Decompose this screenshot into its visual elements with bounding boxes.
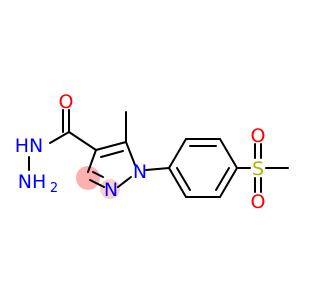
sulfonyl-o-top-label: O xyxy=(251,125,266,147)
pyrazole-n2-label: N xyxy=(104,179,118,201)
bond-c4-carbonyl xyxy=(68,131,97,151)
hydrazide-nh2-label: NH xyxy=(18,171,47,193)
carbonyl-oxygen-label: O xyxy=(59,91,74,113)
bond-ph-6 xyxy=(168,167,187,198)
bond-c5-n1 xyxy=(125,141,136,166)
bond-c3-n2 xyxy=(89,179,105,188)
molecule-structure: O HN NH 2 N N S O O xyxy=(15,91,289,213)
bond-n2-n1 xyxy=(117,176,132,188)
bond-c4-c3 xyxy=(87,149,97,173)
bond-carbonyl-nh xyxy=(49,131,70,144)
bond-n1-phenyl xyxy=(145,167,170,171)
molecule-canvas: O HN NH 2 N N S O O xyxy=(14,91,289,213)
bond-ph-inner-2 xyxy=(215,167,230,191)
bond-ph-inner-3 xyxy=(176,167,191,191)
bond-c4-c5-double xyxy=(100,150,124,158)
sulfonyl-s-label: S xyxy=(252,158,264,180)
bond-c4-c5 xyxy=(95,141,127,151)
bond-c3-n2-double xyxy=(92,171,104,178)
bond-ph-3 xyxy=(219,138,238,169)
bond-ph-1 xyxy=(168,138,187,169)
pyrazole-n1-highlight xyxy=(100,179,120,199)
bond-ph-4 xyxy=(219,167,238,198)
hydrazide-nh-label: HN xyxy=(15,135,44,157)
sulfonyl-o-bottom-label: O xyxy=(251,191,266,213)
pyrazole-n1-label: N xyxy=(133,161,147,183)
nh2-subscript: 2 xyxy=(50,181,58,196)
